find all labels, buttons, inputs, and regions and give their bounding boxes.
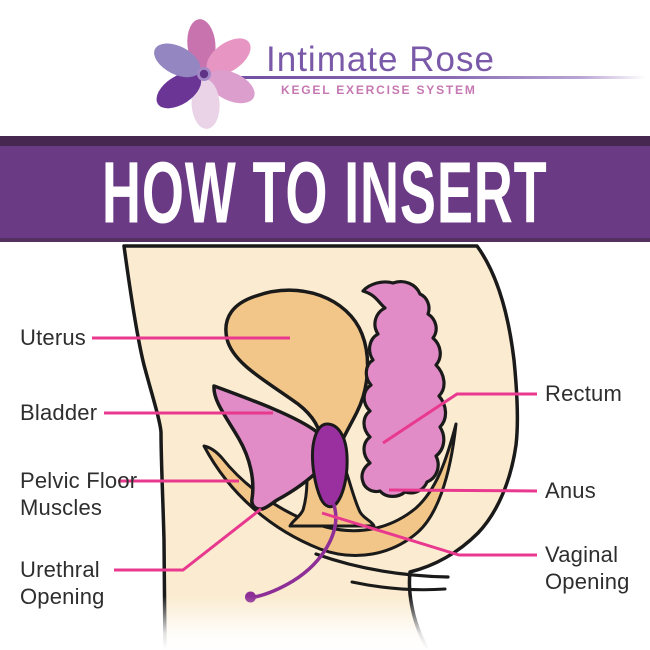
pelvic-floor-shape	[202, 422, 458, 557]
bladder-label: Bladder	[20, 400, 98, 425]
crease-line-lower	[350, 580, 447, 592]
uterus-label: Uterus	[20, 325, 86, 350]
rectum-pointer-line	[382, 392, 537, 445]
rectum-label: Rectum	[545, 381, 622, 406]
flower-logo-icon	[154, 19, 255, 129]
brand-name: Intimate Rose	[266, 40, 495, 79]
device-cord	[253, 503, 338, 599]
illustration-fade	[138, 596, 474, 650]
urethral-label: Urethral Opening	[20, 557, 105, 609]
banner-title: HOW TO INSERT	[102, 143, 548, 241]
anus-pointer-line	[388, 488, 538, 493]
anus-label: Anus	[545, 478, 596, 503]
brand-tagline: KEGEL EXERCISE SYSTEM	[281, 83, 477, 97]
vaginal-pointer-line	[321, 511, 537, 557]
brand-divider	[212, 76, 646, 79]
kegel-device-shape	[311, 422, 349, 509]
urethral-pointer-line	[114, 507, 262, 572]
pelvic-floor-label: Pelvic Floor Muscles	[20, 468, 138, 520]
title-banner: HOW TO INSERT	[0, 136, 650, 242]
crease-line-upper	[314, 552, 450, 579]
vaginal-label: Vaginal Opening	[545, 542, 630, 594]
